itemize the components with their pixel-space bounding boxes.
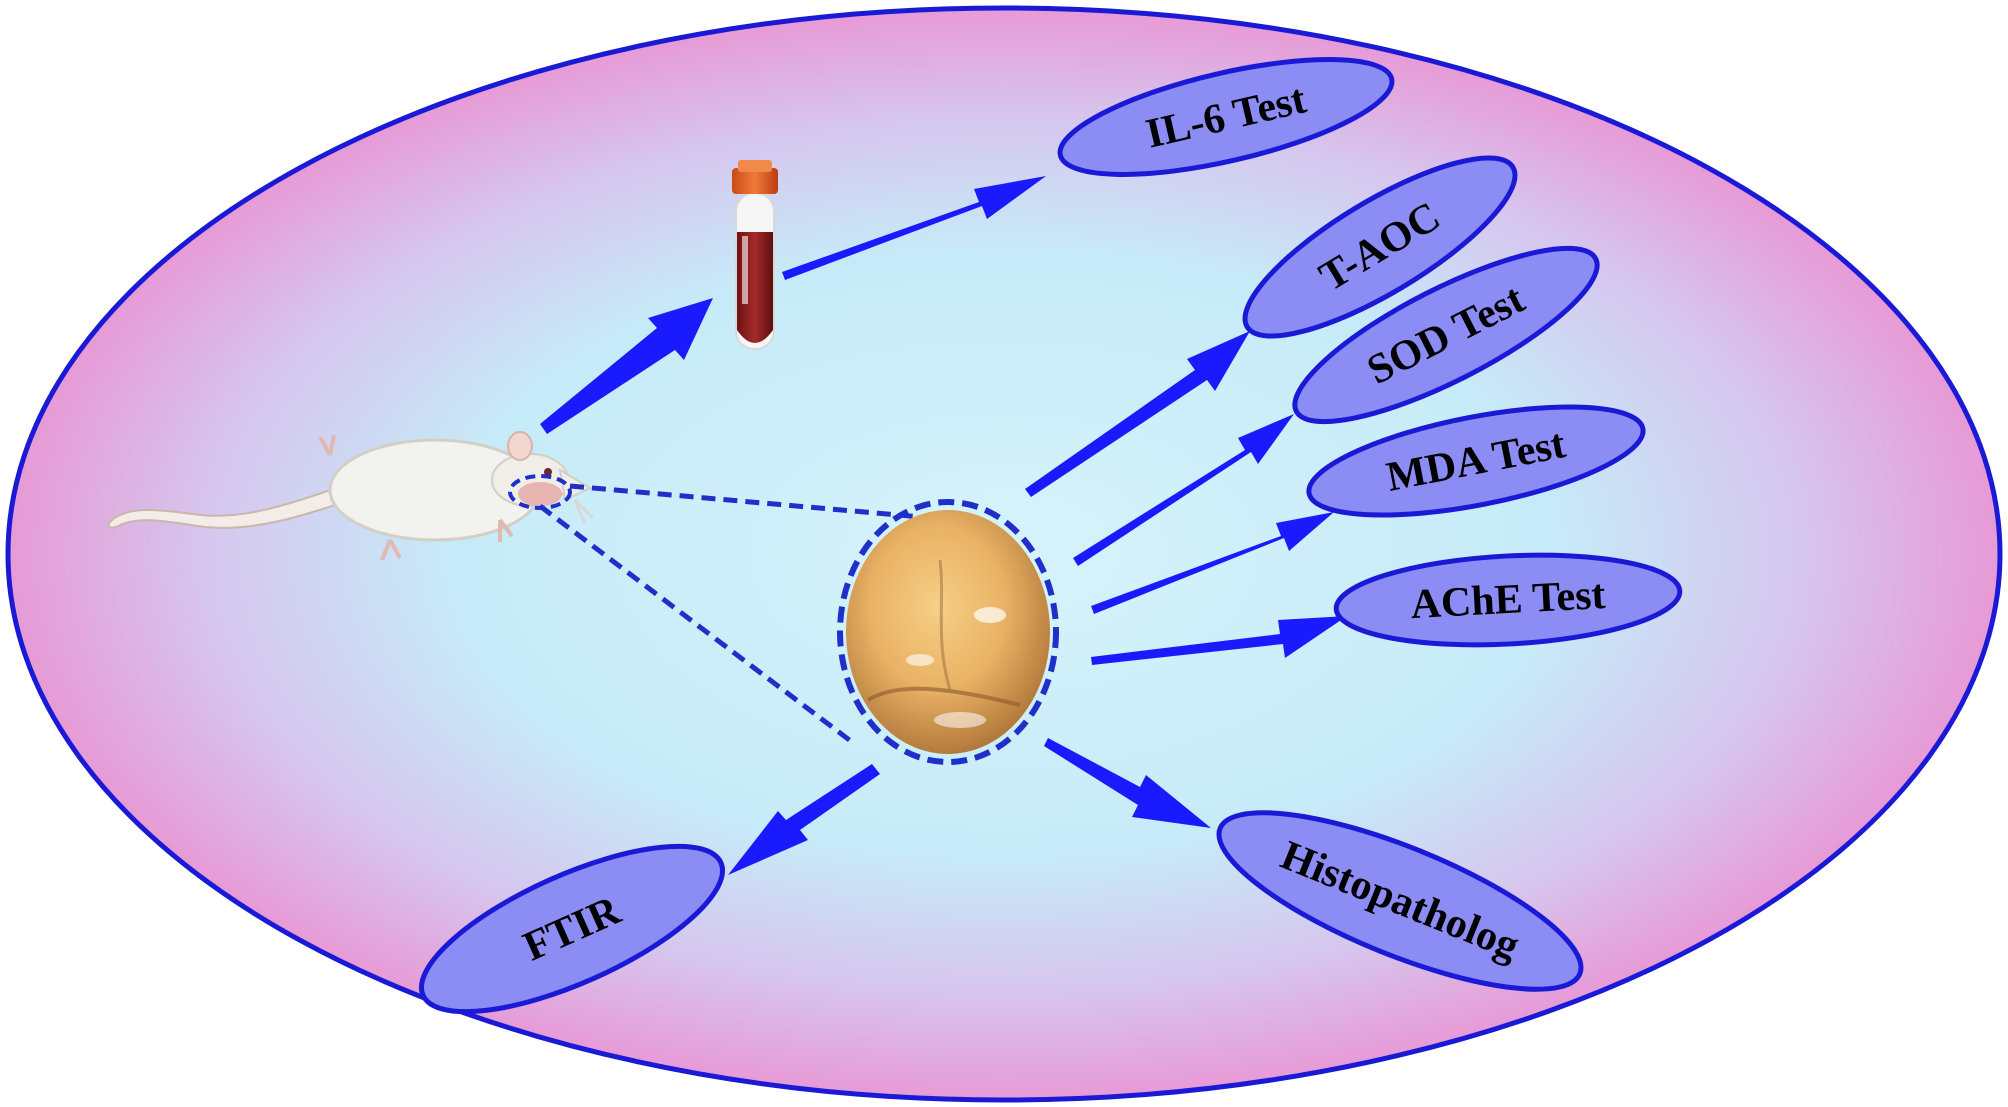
tissue-zoom-outline xyxy=(837,499,1059,765)
ache-test-label: AChE Test xyxy=(1409,572,1606,628)
arrow-to-ftir xyxy=(728,764,880,875)
arrow-to-mda xyxy=(1091,512,1334,614)
ache-test-pill: AChE Test xyxy=(1333,552,1683,648)
arrow-rat-to-blood xyxy=(540,298,713,434)
taoc-pill: T-AOC xyxy=(1242,155,1518,339)
arrow-to-histopathology xyxy=(1044,738,1211,828)
blood-tube-icon xyxy=(732,160,778,350)
ftir-pill: FTIR xyxy=(418,843,726,1015)
mda-test-pill: MDA Test xyxy=(1306,404,1646,518)
arrow-to-taoc xyxy=(1025,331,1250,497)
il6-test-pill: IL-6 Test xyxy=(1057,57,1395,177)
rat-icon xyxy=(107,431,595,561)
arrow-blood-to-il6 xyxy=(782,176,1046,280)
arrow-to-ache xyxy=(1091,616,1347,665)
arrow-to-sod xyxy=(1073,414,1294,566)
tissue-sample-icon xyxy=(846,510,1050,754)
